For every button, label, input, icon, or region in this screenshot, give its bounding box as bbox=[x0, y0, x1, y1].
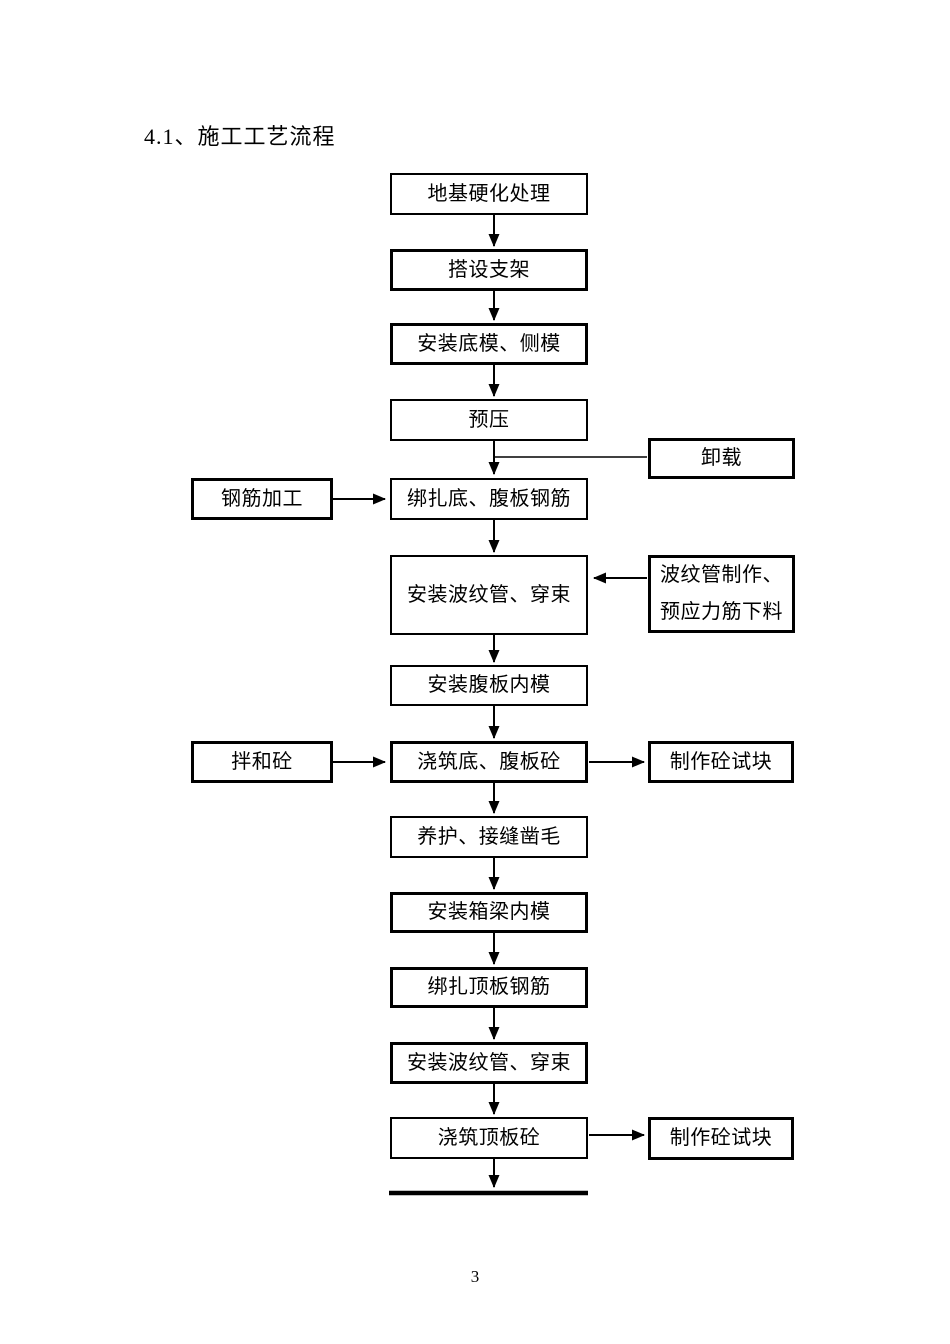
node-mix-concrete: 拌和砼 bbox=[191, 741, 333, 783]
node-install-duct-threading: 安装波纹管、穿束 bbox=[390, 555, 588, 635]
node-unloading: 卸载 bbox=[648, 438, 795, 479]
node-duct-fabrication-tendon-cutting: 波纹管制作、预应力筋下料 bbox=[648, 555, 795, 633]
node-ground-hardening: 地基硬化处理 bbox=[390, 173, 588, 215]
node-install-bottom-side-forms: 安装底模、侧模 bbox=[390, 323, 588, 365]
page-number: 3 bbox=[470, 1267, 480, 1286]
node-install-duct-threading-2: 安装波纹管、穿束 bbox=[390, 1042, 588, 1084]
node-tie-top-slab-rebar: 绑扎顶板钢筋 bbox=[390, 967, 588, 1008]
node-pour-top-slab-concrete: 浇筑顶板砼 bbox=[390, 1117, 588, 1159]
node-install-web-inner-form: 安装腹板内模 bbox=[390, 665, 588, 706]
node-erect-scaffold: 搭设支架 bbox=[390, 249, 588, 291]
node-install-box-girder-inner-form: 安装箱梁内模 bbox=[390, 892, 588, 933]
node-rebar-fabrication: 钢筋加工 bbox=[191, 478, 333, 520]
node-preloading: 预压 bbox=[390, 399, 588, 441]
node-make-concrete-test-block-1: 制作砼试块 bbox=[648, 741, 794, 783]
node-curing-joint-chiseling: 养护、接缝凿毛 bbox=[390, 816, 588, 858]
section-title: 4.1、施工工艺流程 bbox=[144, 124, 336, 149]
node-pour-bottom-web-concrete: 浇筑底、腹板砼 bbox=[390, 741, 588, 783]
node-make-concrete-test-block-2: 制作砼试块 bbox=[648, 1117, 794, 1160]
node-tie-bottom-web-rebar: 绑扎底、腹板钢筋 bbox=[390, 478, 588, 520]
